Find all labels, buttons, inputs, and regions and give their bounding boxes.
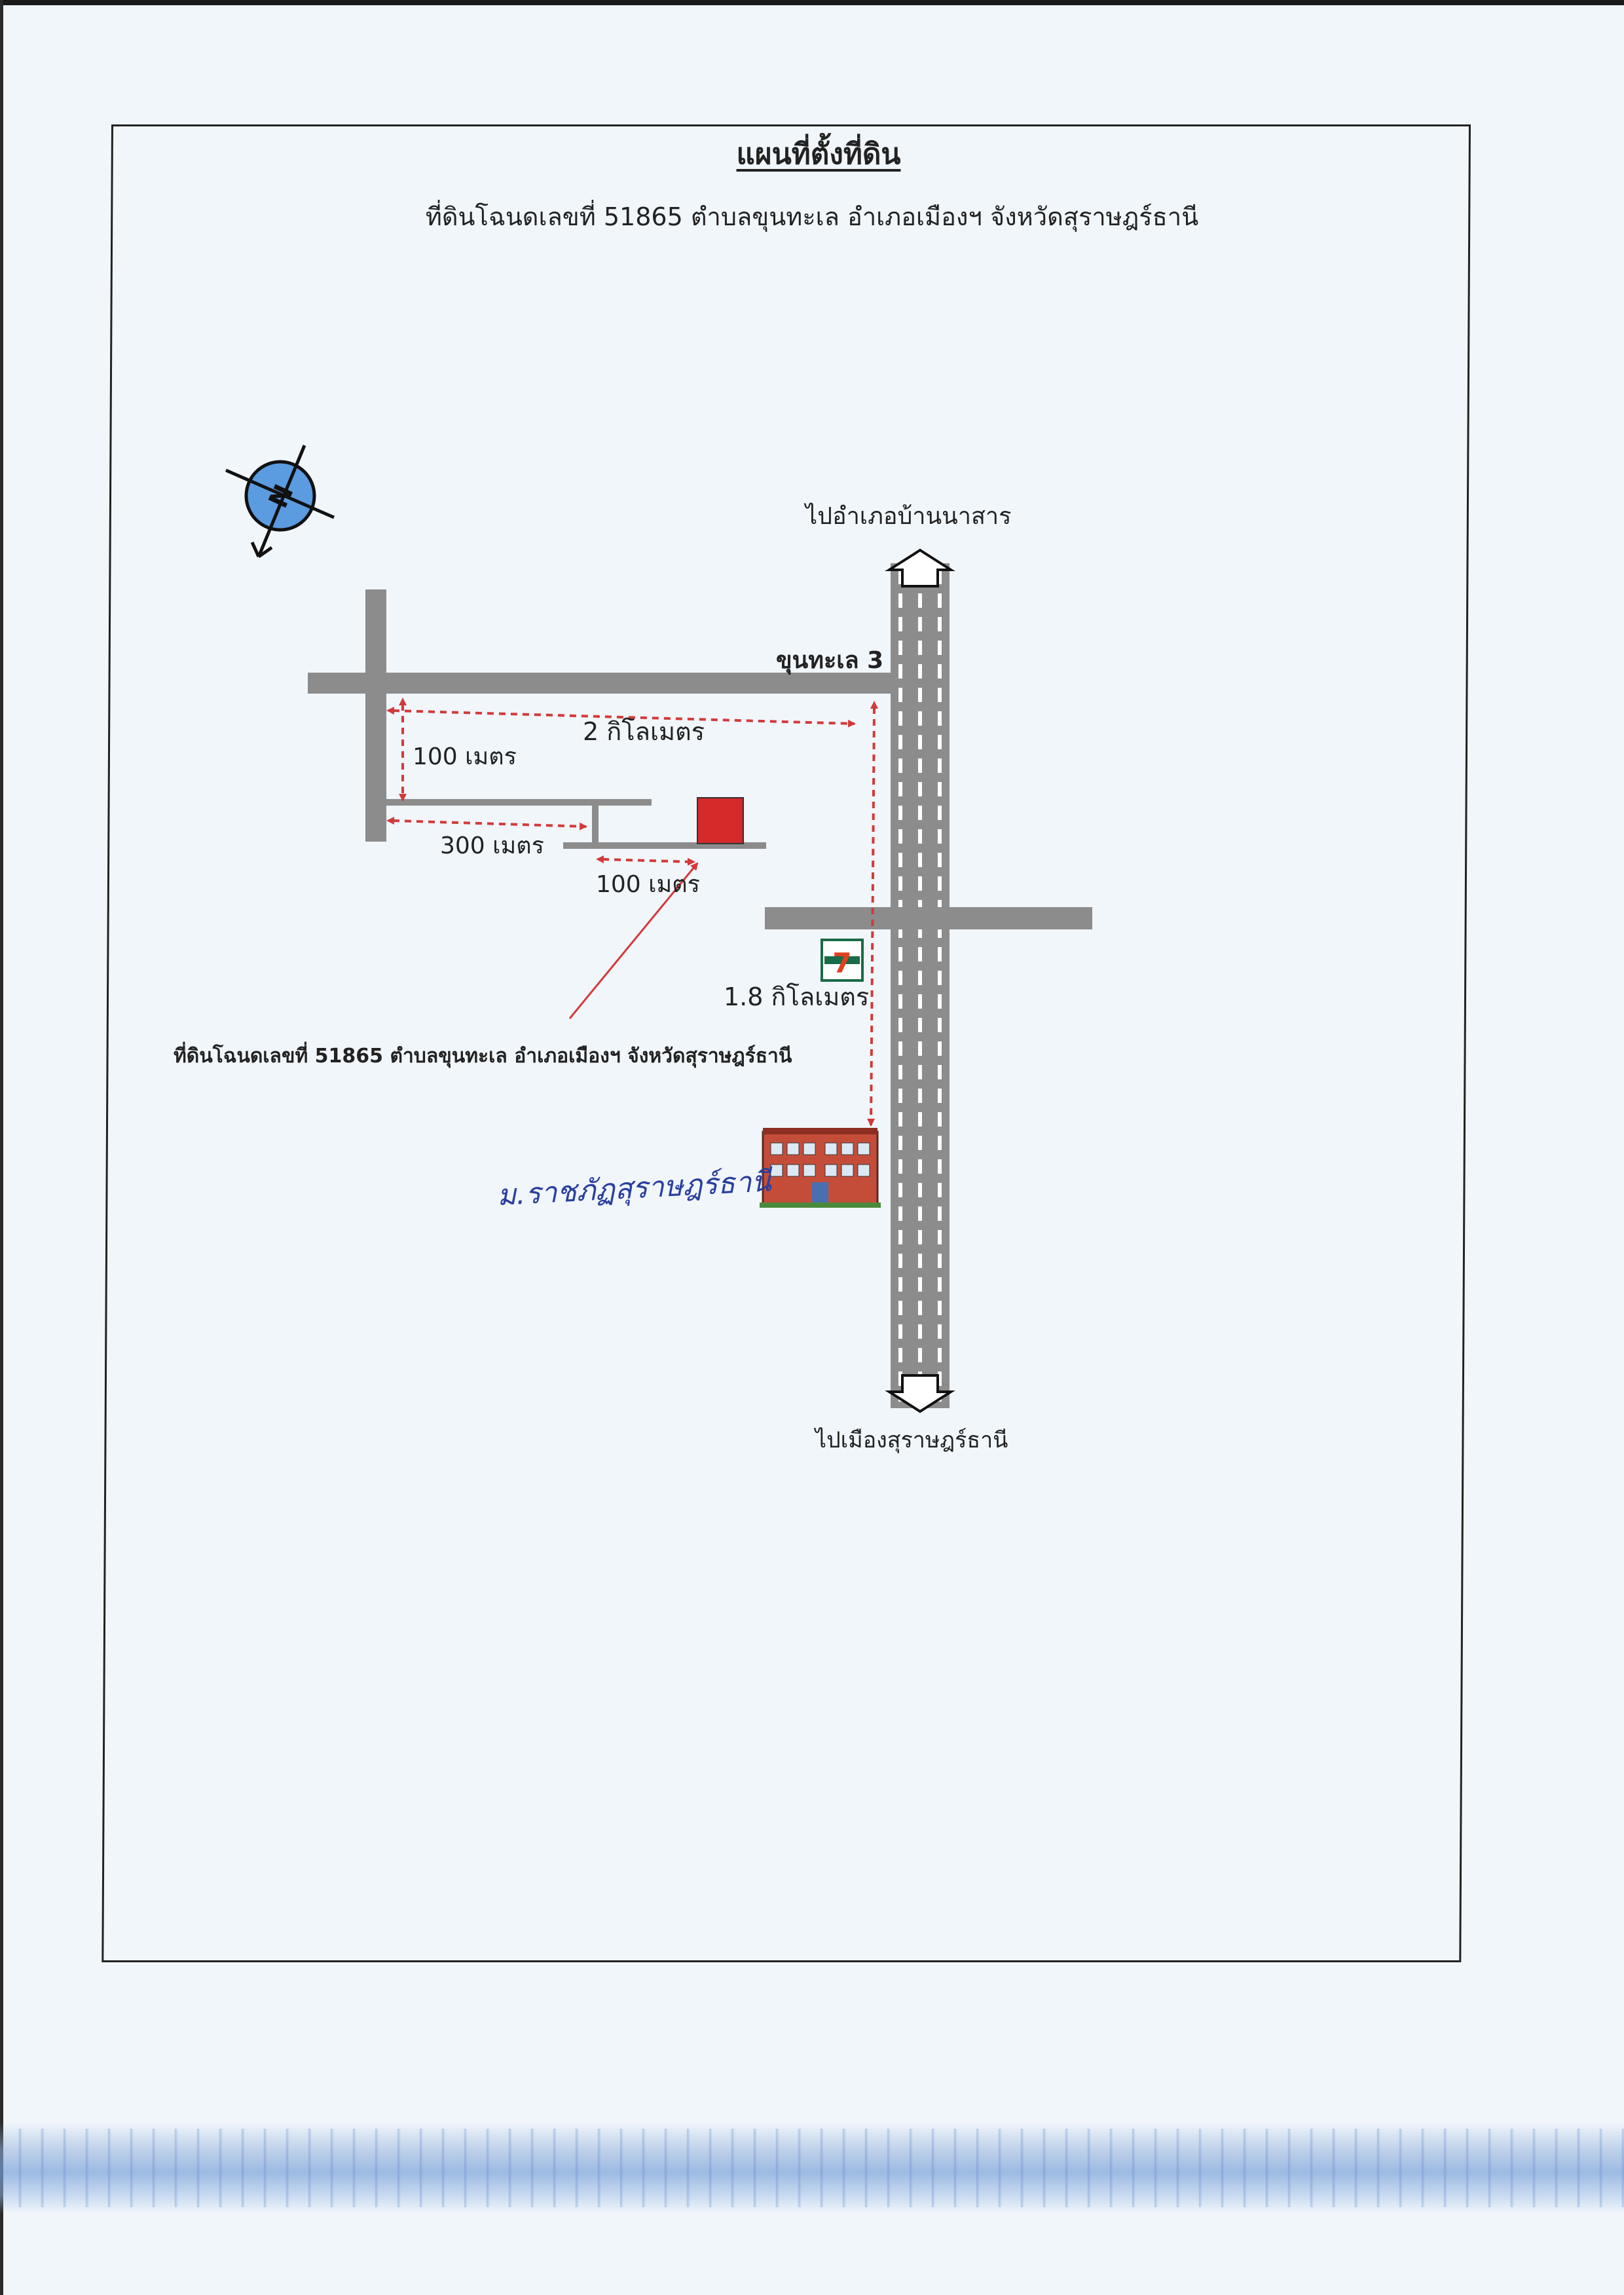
label-distance-2km: 2 กิโลเมตร (583, 717, 705, 746)
road-khun-thale-3 (308, 673, 891, 694)
label-distance-100m-vertical: 100 เมตร (413, 743, 517, 770)
main-highway (885, 548, 955, 1413)
label-road-khun-thale-3: ขุนทะเล 3 (776, 647, 883, 675)
label-distance-1-8km: 1.8 กิโลเมตร (724, 982, 869, 1011)
label-distance-300m: 300 เมตร (440, 832, 544, 859)
label-parcel-caption: ที่ดินโฉนดเลขที่ 51865 ตำบลขุนทะเล อำเภอ… (174, 1041, 792, 1068)
label-to-ban-na-san: ไปอำเภอบ้านนาสาร (803, 502, 1011, 530)
university-building-icon (760, 1128, 881, 1208)
label-university-handwritten: ม.ราชภัฏสุราษฎร์ธานี (496, 1165, 775, 1213)
land-parcel-marker (697, 797, 744, 844)
page-title: แผนที่ตั้งที่ดิน (736, 138, 901, 171)
dimension-arrows (386, 698, 878, 1127)
7-eleven-store-icon: 7 (821, 939, 864, 982)
road-left-vertical (365, 589, 386, 842)
scan-top-edge (0, 0, 1624, 5)
parcel-pointer-line (568, 862, 699, 1019)
road-side-lower (563, 842, 766, 849)
svg-text:7: 7 (832, 947, 851, 979)
north-arrow-compass-icon: N (225, 445, 335, 559)
scan-artifact-band (0, 2122, 1624, 2214)
label-to-surat-thani: ไปเมืองสุราษฎร์ธานี (813, 1427, 1008, 1453)
label-distance-100m-horizontal: 100 เมตร (596, 871, 700, 898)
scan-artifact-stripes (0, 2129, 1624, 2207)
scan-left-edge (0, 0, 3, 2295)
road-side-upper (386, 799, 652, 806)
arrow-up-icon (885, 548, 955, 588)
arrow-down-icon (885, 1374, 955, 1413)
road-crossing (765, 907, 1092, 929)
road-side-connector (592, 802, 599, 845)
page-subtitle: ที่ดินโฉนดเลขที่ 51865 ตำบลขุนทะเล อำเภอ… (425, 202, 1199, 231)
